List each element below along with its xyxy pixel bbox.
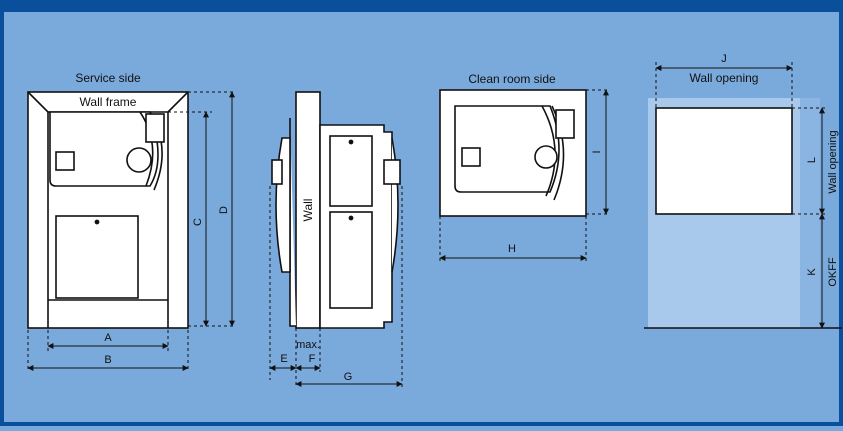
service-side-dimensions [27, 91, 236, 372]
clean-round-handle [534, 145, 558, 169]
display-window [145, 113, 165, 143]
dim-e-label: E [280, 353, 287, 365]
dim-b-label: B [104, 354, 111, 366]
side-section-view [271, 91, 401, 329]
clean-square-button [461, 147, 481, 167]
wall-opening-top-label: Wall opening [690, 71, 759, 85]
dim-f-label: F [309, 353, 316, 365]
dim-d-label: D [218, 206, 230, 214]
wall-opening-view [644, 98, 842, 329]
clean-room-dimensions [439, 89, 610, 262]
dim-k-label: K [806, 268, 818, 276]
dim-l-label: L [806, 157, 818, 163]
round-handle [126, 147, 152, 173]
service-side-view [27, 91, 189, 329]
upper-chamber-profile [329, 135, 373, 207]
wall-opening-side-label: Wall opening [827, 130, 839, 193]
dim-h-label: H [508, 243, 516, 255]
clean-display-window [555, 109, 575, 139]
wall-frame-label: Wall frame [80, 95, 137, 109]
service-door-profile [275, 137, 291, 273]
side-section-dimensions [269, 186, 403, 388]
wall-label: Wall [301, 199, 315, 222]
clean-room-side-label: Clean room side [468, 72, 556, 86]
lower-chamber-profile [329, 211, 373, 309]
okff-label: OKFF [827, 257, 839, 287]
service-handle-profile [271, 159, 283, 185]
dim-g-label: G [344, 371, 353, 383]
dim-i-label: I [591, 150, 603, 153]
wall-zone-strip [800, 98, 820, 328]
wall-opening-rect [655, 107, 793, 215]
clean-room-side-view [439, 89, 587, 217]
wall-opening-dimensions [655, 62, 826, 329]
clean-handle-profile [383, 159, 401, 185]
service-side-label: Service side [75, 71, 141, 85]
max-label: max. [296, 339, 320, 351]
dim-a-label: A [104, 332, 112, 344]
square-button [55, 151, 75, 171]
lower-chamber [55, 215, 139, 299]
clean-door-profile [391, 137, 399, 273]
wall-section [295, 91, 321, 329]
dim-j-label: J [721, 53, 727, 65]
dim-c-label: C [192, 218, 204, 226]
